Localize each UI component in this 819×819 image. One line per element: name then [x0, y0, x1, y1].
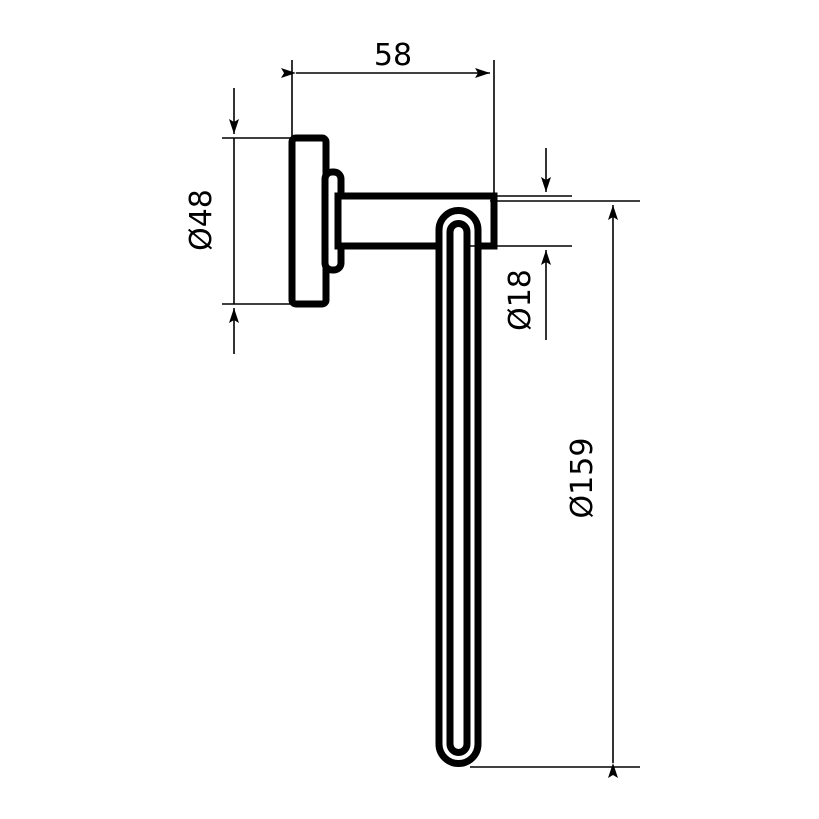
dimension-label-dia18: Ø18 [503, 269, 538, 331]
wall-mount-plate [288, 134, 330, 308]
product-geometry [288, 134, 498, 767]
extension-lines [222, 60, 640, 768]
dimension-label-58: 58 [374, 38, 412, 73]
dimension-label-dia48: Ø48 [184, 189, 219, 251]
towel-ring-loop-inner [446, 220, 471, 756]
dimension-label-dia159: Ø159 [565, 438, 600, 519]
